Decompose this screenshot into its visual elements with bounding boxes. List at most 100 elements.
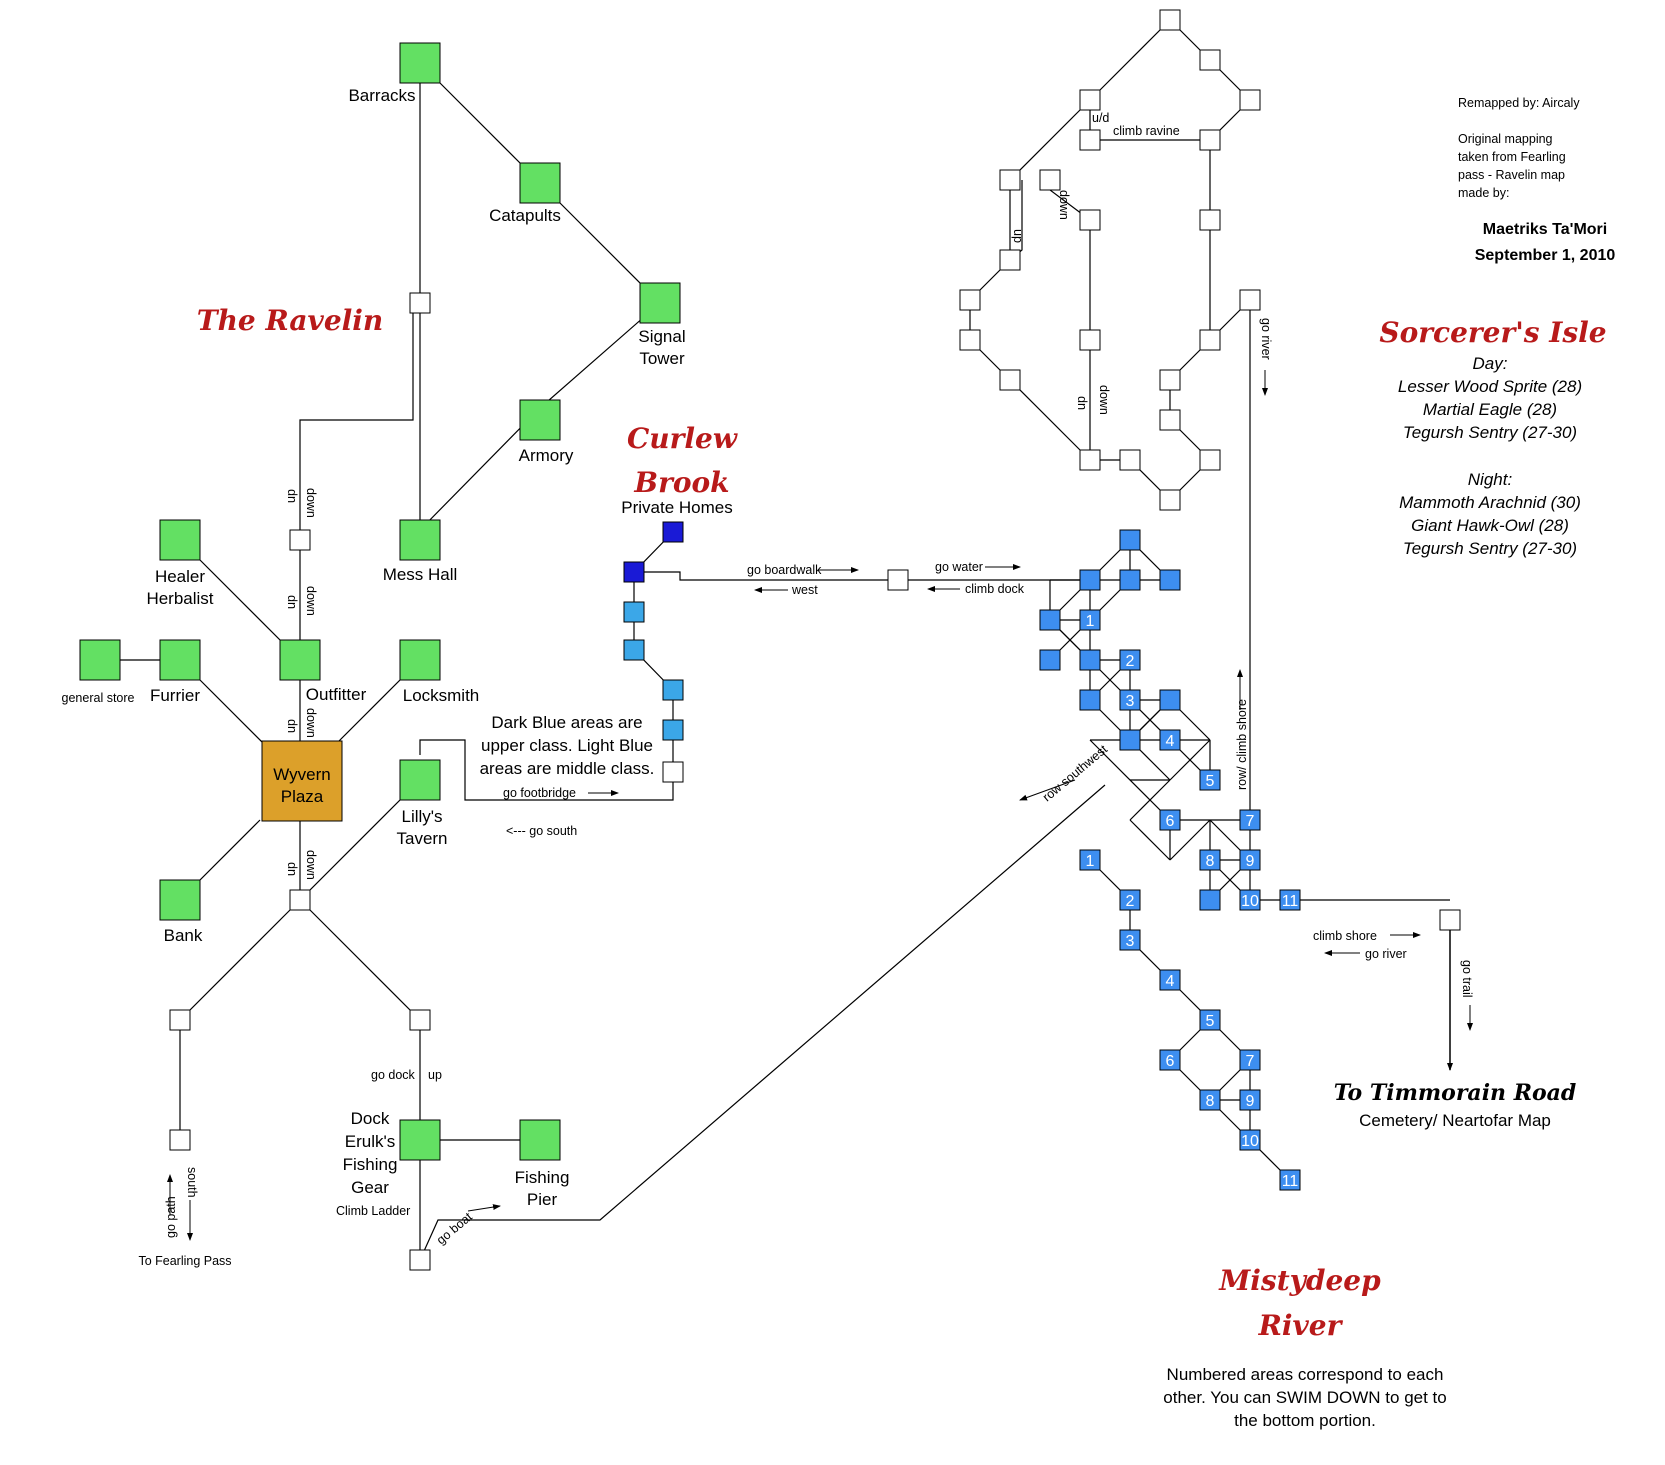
river-room-upper-3[interactable] (1119, 689, 1141, 711)
region-title-mistydeep-1: Mistydeep (1218, 1264, 1381, 1297)
junction-room[interactable] (409, 1009, 431, 1031)
junction-room[interactable] (289, 529, 311, 551)
junction-room[interactable] (169, 1129, 191, 1151)
junction-room[interactable] (999, 249, 1021, 271)
junction-room[interactable] (1079, 329, 1101, 351)
building-signal-tower[interactable] (639, 282, 681, 324)
junction-room[interactable] (959, 289, 981, 311)
room-middle-class[interactable] (623, 639, 645, 661)
river-room[interactable] (1159, 689, 1181, 711)
river-room[interactable] (1039, 649, 1061, 671)
mobs-night-3: Tegursh Sentry (27-30) (1403, 539, 1577, 558)
river-room-lower-11[interactable] (1279, 1169, 1301, 1191)
junction-room[interactable] (1199, 449, 1221, 471)
building-fishing-pier[interactable] (519, 1119, 561, 1161)
junction-room[interactable] (1239, 89, 1261, 111)
junction-room[interactable] (1159, 489, 1181, 511)
building-armory[interactable] (519, 399, 561, 441)
river-room-upper-9[interactable] (1239, 849, 1261, 871)
junction-room[interactable] (1079, 449, 1101, 471)
junction-room[interactable] (1199, 129, 1221, 151)
river-room[interactable] (1199, 889, 1221, 911)
junction-room[interactable] (999, 369, 1021, 391)
river-room-lower-10[interactable] (1239, 1129, 1261, 1151)
river-room[interactable] (1159, 569, 1181, 591)
junction-room[interactable] (409, 292, 431, 314)
junction-room[interactable] (1159, 369, 1181, 391)
room-middle-class[interactable] (662, 719, 684, 741)
label-locksmith: Locksmith (403, 686, 480, 705)
room-middle-class[interactable] (662, 679, 684, 701)
river-room[interactable] (1079, 569, 1101, 591)
building-wyvern-plaza[interactable] (261, 740, 343, 822)
river-room-lower-3[interactable] (1119, 929, 1141, 951)
label-private-homes: Private Homes (621, 498, 732, 517)
river-room-upper-8[interactable] (1199, 849, 1221, 871)
river-room-upper-10[interactable] (1239, 889, 1261, 911)
river-room-lower-8[interactable] (1199, 1089, 1221, 1111)
river-room-lower-1[interactable] (1079, 849, 1101, 871)
river-room-lower-4[interactable] (1159, 969, 1181, 991)
junction-room[interactable] (1039, 169, 1061, 191)
building-erulks-fishing-gear[interactable] (399, 1119, 441, 1161)
building-furrier[interactable] (159, 639, 201, 681)
junction-room[interactable] (409, 1249, 431, 1271)
river-room[interactable] (1119, 569, 1141, 591)
building-outfitter[interactable] (279, 639, 321, 681)
exit-go-south: <--- go south (506, 824, 577, 838)
junction-room[interactable] (662, 761, 684, 783)
label-plaza-2: Plaza (281, 787, 324, 806)
river-room[interactable] (1079, 649, 1101, 671)
mobs-night-2: Giant Hawk-Owl (28) (1411, 516, 1569, 535)
building-barracks[interactable] (399, 42, 441, 84)
credit-original-2: taken from Fearling (1458, 150, 1566, 164)
note-fearling-pass: To Fearling Pass (138, 1254, 231, 1268)
river-room-upper-2[interactable] (1119, 649, 1141, 671)
river-room[interactable] (1119, 529, 1141, 551)
direction-arrows (167, 370, 1473, 1241)
river-room-upper-5[interactable] (1199, 769, 1221, 791)
building-bank[interactable] (159, 879, 201, 921)
river-room-upper-4[interactable] (1159, 729, 1181, 751)
label-catapults: Catapults (489, 206, 561, 225)
room-upper-class[interactable] (662, 521, 684, 543)
river-room-upper-1[interactable] (1079, 609, 1101, 631)
junction-room[interactable] (1199, 329, 1221, 351)
room-upper-class[interactable] (623, 561, 645, 583)
junction-room[interactable] (289, 889, 311, 911)
river-room-lower-6[interactable] (1159, 1049, 1181, 1071)
junction-room[interactable] (999, 169, 1021, 191)
junction-room[interactable] (1079, 89, 1101, 111)
junction-room[interactable] (1119, 449, 1141, 471)
river-room-upper-11[interactable] (1279, 889, 1301, 911)
river-room-lower-5[interactable] (1199, 1009, 1221, 1031)
river-room-lower-9[interactable] (1239, 1089, 1261, 1111)
building-general-store[interactable] (79, 639, 121, 681)
mobs-day-label: Day: (1473, 354, 1508, 373)
river-room-upper-7[interactable] (1239, 809, 1261, 831)
river-room-upper-6[interactable] (1159, 809, 1181, 831)
junction-room[interactable] (1079, 209, 1101, 231)
junction-room[interactable] (959, 329, 981, 351)
junction-room[interactable] (1439, 909, 1461, 931)
building-catapults[interactable] (519, 162, 561, 204)
junction-room[interactable] (887, 569, 909, 591)
building-mess-hall[interactable] (399, 519, 441, 561)
junction-room[interactable] (169, 1009, 191, 1031)
junction-room[interactable] (1159, 409, 1181, 431)
building-healer-herbalist[interactable] (159, 519, 201, 561)
river-room[interactable] (1079, 689, 1101, 711)
river-room-lower-7[interactable] (1239, 1049, 1261, 1071)
river-room[interactable] (1039, 609, 1061, 631)
river-room[interactable] (1119, 729, 1141, 751)
junction-room[interactable] (1159, 9, 1181, 31)
room-middle-class[interactable] (623, 601, 645, 623)
building-locksmith[interactable] (399, 639, 441, 681)
junction-room[interactable] (1079, 129, 1101, 151)
river-room-lower-2[interactable] (1119, 889, 1141, 911)
note-blue-1: Dark Blue areas are (491, 713, 642, 732)
junction-room[interactable] (1239, 289, 1261, 311)
junction-room[interactable] (1199, 49, 1221, 71)
building-lillys-tavern[interactable] (399, 759, 441, 801)
junction-room[interactable] (1199, 209, 1221, 231)
